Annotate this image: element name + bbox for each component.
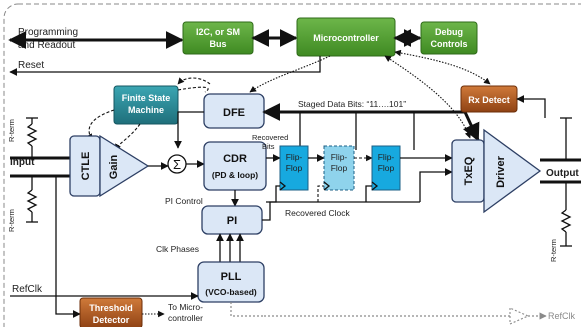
recovered-clock-label: Recovered Clock — [285, 208, 350, 218]
microcontroller-block: Microcontroller — [296, 17, 396, 57]
debug-label-2: Controls — [431, 39, 468, 49]
txeq-block: TxEQ — [451, 139, 485, 203]
input-label: Input — [10, 157, 35, 168]
rx-detect-block: Rx Detect — [460, 85, 518, 113]
pll-refclk-out — [230, 302, 264, 317]
pi-clk-out — [262, 201, 276, 221]
i2c-label-2: Bus — [209, 39, 226, 49]
txeq-label: TxEQ — [463, 156, 475, 185]
threshold-label-1: Threshold — [89, 303, 133, 313]
i2c-bus-block: I2C, or SM Bus — [182, 21, 254, 55]
clk-ff3 — [365, 185, 372, 202]
finite-state-machine-block: Finite State Machine — [113, 85, 179, 125]
summing-node: Σ — [167, 154, 187, 174]
refclk-out-label: RefClk — [548, 311, 576, 321]
rterm-bottom-label: R-term — [7, 209, 16, 232]
pll-sublabel: (VCO-based) — [205, 287, 257, 297]
to-micro-label-2: controller — [168, 313, 203, 323]
dfe-fsm-link — [177, 77, 211, 85]
micro-dfe-ctrl — [249, 55, 331, 93]
dfe-sum-feedback — [174, 111, 204, 149]
ctle-label: CTLE — [80, 152, 92, 181]
pi-label: PI — [227, 215, 237, 227]
fsm-label-2: Machine — [128, 105, 164, 115]
ff2-label-1: Flip- — [331, 152, 348, 162]
ff3-label-1: Flip- — [378, 152, 395, 162]
ff1-label-2: Flop — [286, 163, 303, 173]
reset-wire — [9, 56, 321, 76]
ctle-block: CTLE — [69, 135, 101, 197]
flip-flop-3: Flip- Flop — [371, 145, 401, 191]
rterm-output-bottom: R-term — [549, 182, 572, 262]
fsm-dfe-link — [177, 86, 209, 93]
pi-control-label: PI Control — [165, 196, 203, 206]
refclk-label: RefClk — [12, 284, 43, 295]
refclk-buffer — [509, 307, 530, 325]
debug-label-1: Debug — [435, 27, 463, 37]
ff2-label-2: Flop — [331, 163, 348, 173]
ff3-label-2: Flop — [378, 163, 395, 173]
microcontroller-label: Microcontroller — [313, 33, 379, 43]
readout-label: and Readout — [18, 40, 75, 51]
flip-flop-1: Flip- Flop — [279, 145, 309, 191]
fsm-label-1: Finite State — [122, 93, 171, 103]
dfe-label: DFE — [223, 107, 245, 119]
input-threshold-wire — [55, 176, 81, 318]
cdr-block: CDR (PD & loop) — [203, 141, 267, 191]
staged-to-txeq — [448, 110, 480, 142]
rterm-top-label: R-term — [7, 119, 16, 142]
rterm-top: R-term — [7, 117, 38, 158]
driver-block: Driver — [483, 128, 542, 214]
rterm-bottom: R-term — [7, 176, 38, 232]
threshold-label-2: Detector — [93, 315, 130, 325]
gain-label: Gain — [108, 154, 120, 179]
rxdetect-output-link — [516, 95, 546, 118]
clk-phases-label: Clk Phases — [156, 244, 199, 254]
driver-label: Driver — [495, 155, 507, 188]
rterm-output-label: R-term — [549, 239, 558, 262]
cdr-label: CDR — [223, 153, 247, 165]
rterm-output-top — [560, 117, 572, 160]
clk-ff1 — [266, 185, 280, 203]
pll-block: PLL (VCO-based) — [197, 261, 265, 303]
flip-flop-2: Flip- Flop — [323, 145, 355, 191]
output-label: Output — [546, 168, 579, 179]
sum-symbol: Σ — [173, 157, 181, 172]
micro-txeq-ctrl — [384, 55, 472, 139]
clk-txeq — [419, 168, 453, 202]
gain-block: Gain — [99, 134, 150, 198]
staged-data-label: Staged Data Bits: “11….101” — [298, 99, 406, 109]
rx-detect-label: Rx Detect — [468, 95, 510, 105]
debug-controls-block: Debug Controls — [420, 21, 478, 55]
pi-block: PI — [201, 205, 263, 235]
pll-label: PLL — [221, 271, 242, 283]
i2c-label-1: I2C, or SM — [196, 27, 240, 37]
dfe-block: DFE — [203, 93, 265, 129]
reset-label: Reset — [18, 60, 44, 71]
to-micro-label-1: To Micro- — [168, 302, 203, 312]
ff1-label-1: Flip- — [286, 152, 303, 162]
cdr-sublabel: (PD & loop) — [212, 170, 258, 180]
programming-label: Programming — [18, 27, 78, 38]
micro-rxdetect-ctrl — [394, 49, 491, 85]
recovered-bits-label-2: Bits — [262, 142, 275, 151]
chip-boundary — [3, 3, 581, 332]
fsm-gain-link — [114, 123, 141, 151]
clk-ff2 — [317, 185, 324, 202]
recovered-bits-label-1: Recovered — [252, 133, 288, 142]
threshold-detector-block: Threshold Detector — [79, 297, 143, 329]
